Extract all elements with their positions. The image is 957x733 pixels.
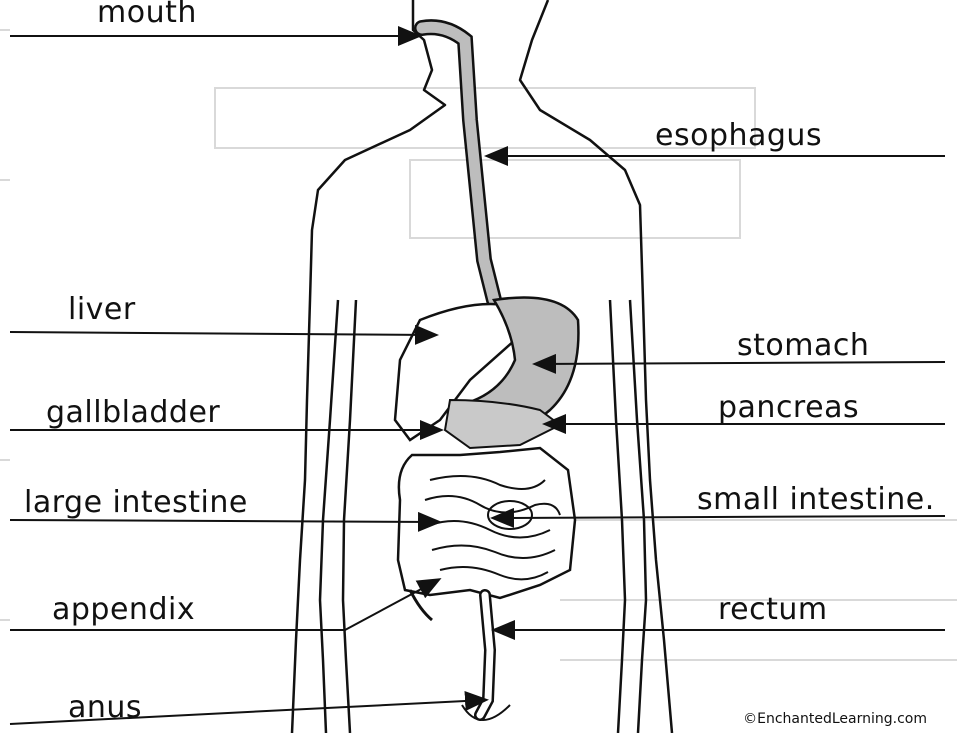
label-esophagus: esophagus xyxy=(655,118,822,153)
label-anus: anus xyxy=(68,690,142,725)
label-mouth: mouth xyxy=(97,0,197,30)
large-intestine-organ xyxy=(398,448,575,598)
label-appendix: appendix xyxy=(52,592,195,627)
label-large-intestine: large intestine xyxy=(24,485,248,520)
esophagus-organ xyxy=(422,27,494,300)
label-stomach: stomach xyxy=(737,328,869,363)
label-small-intestine: small intestine. xyxy=(697,482,935,517)
credit-text: ©EnchantedLearning.com xyxy=(743,711,927,727)
label-gallbladder: gallbladder xyxy=(46,395,220,430)
label-liver: liver xyxy=(68,292,136,327)
label-pancreas: pancreas xyxy=(718,390,859,425)
label-rectum: rectum xyxy=(718,592,828,627)
